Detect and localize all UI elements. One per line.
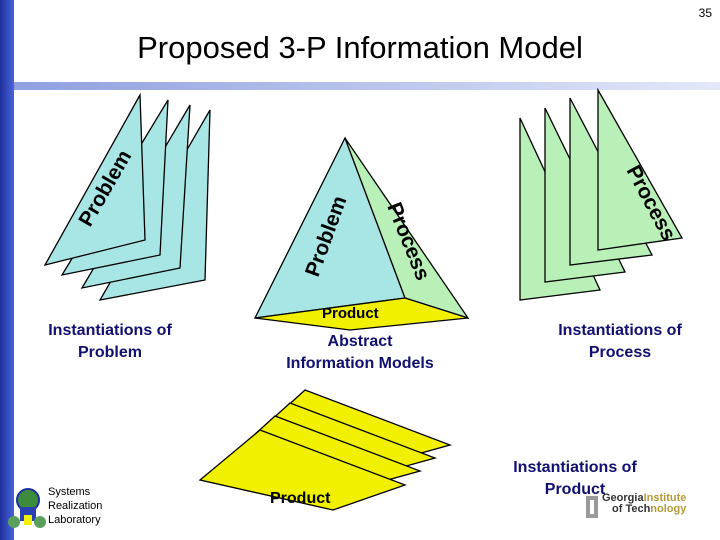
institute-line2: of Tech: [612, 503, 651, 515]
institute-wordmark: GeorgiaInstitute of Technology: [602, 493, 686, 515]
institute-line1-accent: Institute: [643, 492, 687, 504]
problem-sheet-1: [43, 92, 146, 266]
abstract-pyramid: Problem Process Product: [253, 136, 470, 331]
slide-number: 35: [698, 6, 712, 20]
product-stack-label: Product: [270, 490, 331, 507]
pyramid-product-base: [254, 297, 469, 331]
pyramid-product-label: Product: [322, 305, 379, 322]
process-instantiations-stack: Process: [519, 87, 684, 301]
caption-product-instantiations: Instantiations of Product: [513, 459, 637, 498]
caption-process-instantiations: Instantiations of Process: [558, 322, 682, 361]
caption-problem-instantiations: Instantiations of Problem: [48, 322, 172, 361]
left-accent-bar: [0, 0, 14, 540]
institute-line2-accent: nology: [650, 503, 687, 515]
title-underline-bar: [14, 82, 720, 90]
caption-abstract-models: Abstract Information Models: [286, 333, 434, 372]
srl-logo-icon: [8, 488, 46, 528]
process-sheet-1: [597, 87, 684, 251]
slide-title: Proposed 3-P Information Model: [137, 30, 583, 65]
georgia-tech-logo-icon: [586, 496, 598, 518]
institute-line1: Georgia: [602, 492, 644, 504]
lab-name: Systems Realization Laboratory: [48, 486, 103, 526]
product-sheet-1: [198, 429, 407, 511]
problem-instantiations-stack: Problem: [43, 92, 211, 301]
product-instantiations-stack: Product: [198, 389, 453, 511]
